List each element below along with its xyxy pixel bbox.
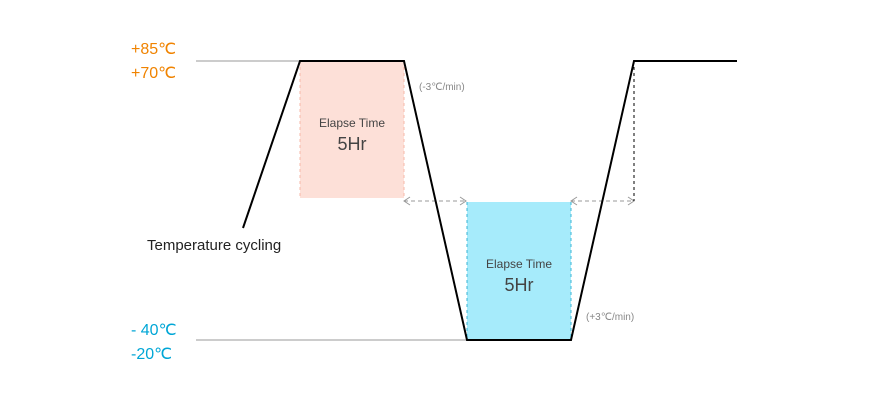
hot-dwell-box — [300, 61, 404, 198]
cold-dwell-box — [467, 202, 571, 340]
hot-lower-label: +70℃ — [131, 65, 177, 82]
cooling-rate-label: (-3℃/min) — [419, 82, 465, 93]
hot-upper-label: +85℃ — [131, 41, 177, 58]
cold-lower-label: -20℃ — [131, 346, 173, 363]
hot-box-title: Elapse Time — [318, 116, 386, 130]
diagram-caption: Temperature cycling — [147, 237, 282, 254]
cold-upper-label: - 40℃ — [131, 322, 177, 339]
hot-box-value: 5Hr — [337, 134, 367, 154]
temperature-profile-line — [242, 60, 737, 341]
cold-box-value: 5Hr — [504, 275, 534, 295]
heating-rate-label: (+3℃/min) — [586, 312, 635, 323]
cold-box-title: Elapse Time — [485, 257, 553, 271]
